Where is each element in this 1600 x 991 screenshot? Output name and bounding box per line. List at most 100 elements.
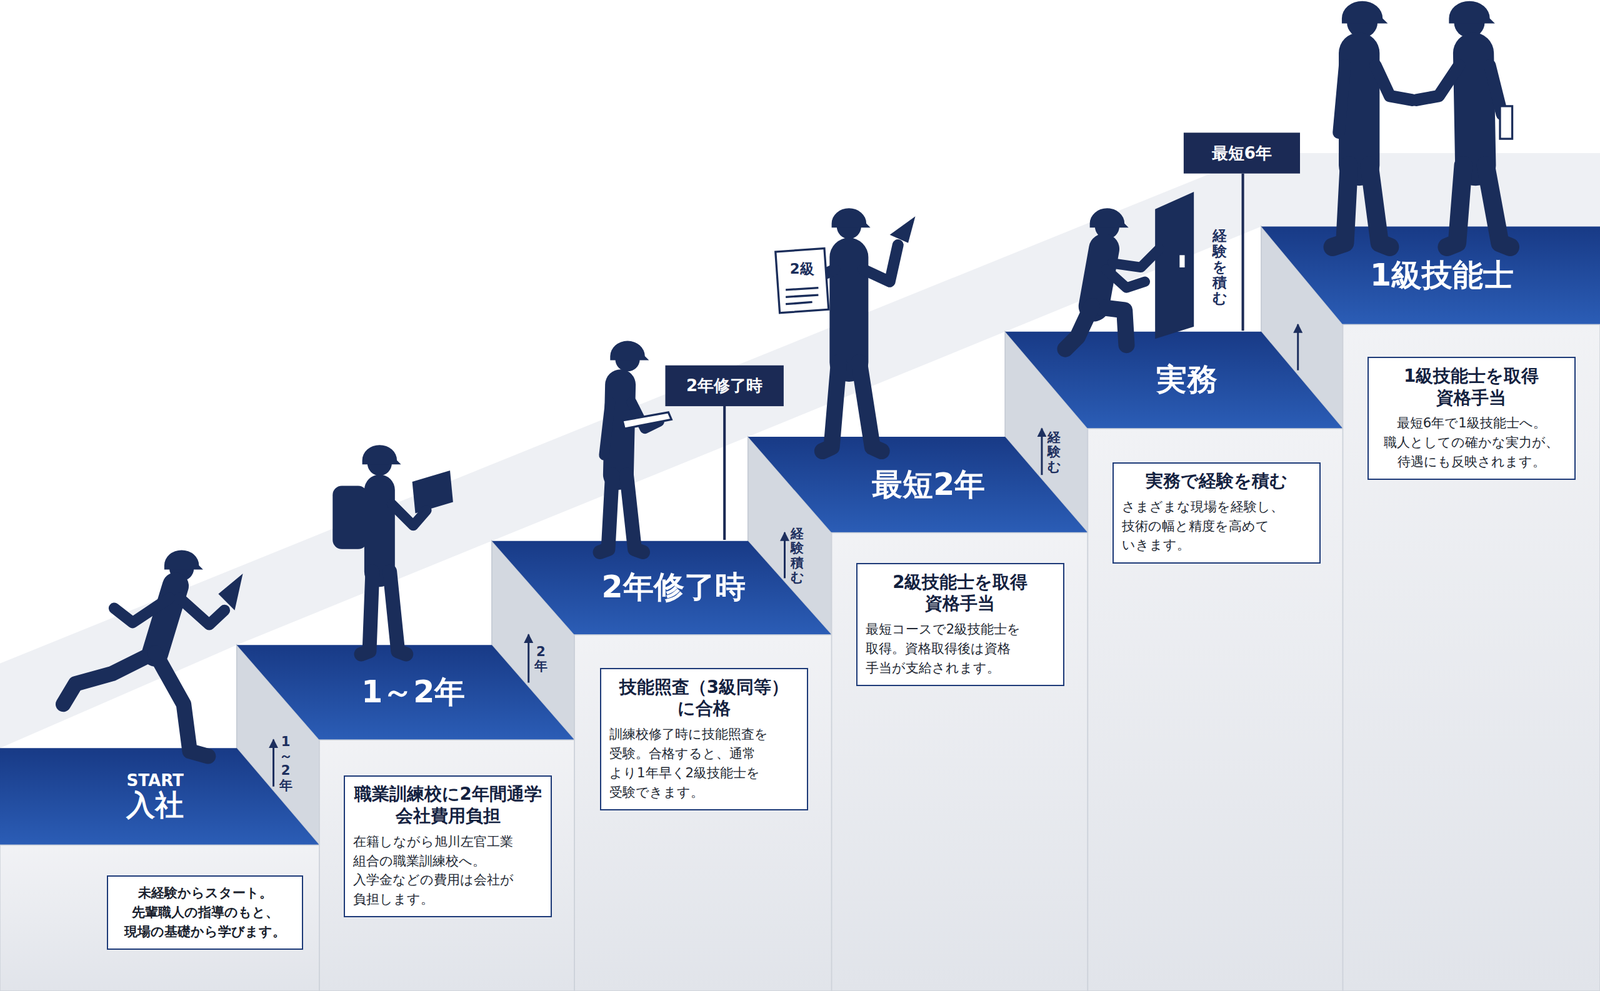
step-top: 1～2年 — [236, 645, 529, 740]
description-box: 2級技能士を取得 資格手当最短コースで2級技能士を 取得。資格取得後は資格 手当… — [856, 563, 1065, 687]
step-top-face — [491, 541, 832, 635]
worker-limb — [1093, 249, 1104, 307]
worker-limb — [179, 598, 225, 625]
step-front-face — [0, 324, 1600, 991]
held-paper — [775, 248, 829, 314]
worker-limb — [1338, 65, 1345, 134]
sign-board — [665, 365, 784, 407]
step-top-face — [0, 748, 320, 845]
worker-limb — [391, 504, 427, 526]
edge-label: 2年 — [534, 644, 548, 674]
worker-silhouette — [1448, 1, 1495, 24]
step-label: 2年修了時 — [601, 570, 745, 605]
worker-limb — [63, 53, 1510, 757]
worker-silhouette — [890, 216, 916, 243]
box-heading: 職業訓練校に2年間通学 会社費用負担 — [353, 783, 543, 827]
box-body: 最短コースで2級技能士を 取得。資格取得後は資格 手当が支給されます。 — [865, 620, 1055, 678]
box-body: 未経験からスタート。 先輩職人の指導のもと、 現場の基礎から学びます。 — [116, 883, 294, 942]
worker-silhouette — [218, 573, 243, 611]
worker-limb — [604, 402, 611, 456]
step-top: START入社 — [0, 748, 274, 845]
worker-limb — [859, 362, 882, 452]
step-top: 実務 — [1005, 331, 1299, 429]
step-label: 最短2年 — [871, 468, 985, 502]
sign-text: 2年修了時 — [686, 376, 763, 395]
description-box: 技能照査（3級同等） に合格訓練校修了時に技能照査を 受験。合格すると、通常 よ… — [600, 668, 809, 810]
box-heading: 2級技能士を取得 資格手当 — [865, 571, 1055, 615]
worker-limb — [1416, 65, 1460, 101]
step-label: 1～2年 — [361, 675, 465, 710]
step-arrow — [1296, 324, 1299, 370]
box-heading: 技能照査（3級同等） に合格 — [609, 676, 799, 720]
box-body: 最短6年で1級技能士へ。 職人としての確かな実力が、 待遇にも反映されます。 — [1376, 413, 1567, 472]
box-body: さまざまな現場を経験し、 技術の幅と精度を高めて いきます。 — [1121, 497, 1312, 555]
step-front-face — [319, 740, 575, 991]
worker-limb — [155, 653, 209, 757]
signpost — [723, 406, 726, 540]
step-arrow — [783, 532, 786, 579]
worker-silhouette — [1090, 208, 1129, 228]
description-box: 職業訓練校に2年間通学 会社費用負担在籍しながら旭川左官工業 組合の職業訓練校へ… — [343, 775, 552, 918]
held-paper — [1500, 106, 1513, 139]
worker-limb — [1446, 165, 1464, 248]
door-handle — [1179, 255, 1185, 268]
worker-silhouette — [1155, 191, 1194, 339]
worker-limb — [822, 362, 839, 452]
certificate-text: 2級 — [790, 261, 815, 277]
signpost — [1241, 173, 1245, 332]
worker-silhouette — [362, 445, 402, 465]
edge-label: 経験積む — [790, 526, 804, 585]
worker-limb — [114, 598, 170, 623]
box-body: 訓練校修了時に技能照査を 受験。合格すると、通常 より1年早く2級技能士を 受験… — [609, 725, 799, 802]
worker-limb — [626, 475, 643, 553]
step-front-face — [1087, 428, 1343, 991]
step-front-face — [574, 635, 832, 991]
step-top: 2年修了時 — [491, 540, 785, 635]
worker-limb — [1112, 249, 1160, 268]
worker-limb — [361, 571, 373, 655]
description-box: 実務で経験を積むさまざまな現場を経験し、 技術の幅と精度を高めて いきます。 — [1112, 462, 1321, 564]
worker-limb — [863, 245, 899, 282]
step-arrow — [527, 635, 530, 684]
worker-limb — [1106, 269, 1145, 288]
description-box: 1級技能士を取得 資格手当最短6年で1級技能士へ。 職人としての確かな実力が、 … — [1367, 356, 1576, 480]
held-paper — [785, 301, 812, 304]
worker-limb — [600, 475, 613, 553]
sign-board — [665, 132, 1300, 407]
worker-limb — [1375, 65, 1413, 101]
worker-limb — [1065, 306, 1092, 350]
description-box: 未経験からスタート。 先輩職人の指導のもと、 現場の基礎から学びます。 — [106, 875, 303, 950]
worker-silhouette — [412, 470, 454, 514]
step-top-face — [1261, 226, 1600, 325]
step-arrow — [272, 740, 275, 787]
box-heading: 実務で経験を積む — [1121, 470, 1312, 493]
step-front-face — [0, 845, 320, 991]
worker-limb — [1485, 165, 1510, 248]
worker-limb — [1332, 165, 1349, 248]
held-paper — [785, 288, 819, 290]
worker-silhouette — [332, 485, 368, 549]
step-top-face — [748, 436, 1089, 534]
worker-silhouette — [610, 341, 649, 361]
worker-limb — [390, 571, 407, 655]
step-front-face — [1343, 324, 1600, 991]
step-top-face — [1005, 331, 1343, 429]
worker-limb — [1369, 165, 1390, 248]
worker-silhouette — [831, 208, 871, 228]
worker-limb — [1473, 53, 1476, 166]
held-paper — [785, 295, 819, 297]
worker-limb — [618, 385, 620, 475]
box-heading: 1級技能士を取得 資格手当 — [1376, 365, 1567, 409]
step-label: 入社 — [126, 790, 184, 822]
worker-silhouette — [1341, 1, 1388, 24]
sign-board — [1183, 132, 1300, 174]
step-top: 1級技能士 — [1261, 226, 1600, 325]
box-body: 在籍しながら旭川左官工業 組合の職業訓練校へ。 入学金などの費用は会社が 負担し… — [353, 832, 543, 910]
post-note: 経験を積む — [1212, 228, 1227, 307]
step-label: START — [126, 771, 184, 790]
edge-label: 経験む — [1047, 430, 1061, 474]
worker-limb — [63, 653, 154, 705]
step-arrow — [1040, 428, 1043, 475]
